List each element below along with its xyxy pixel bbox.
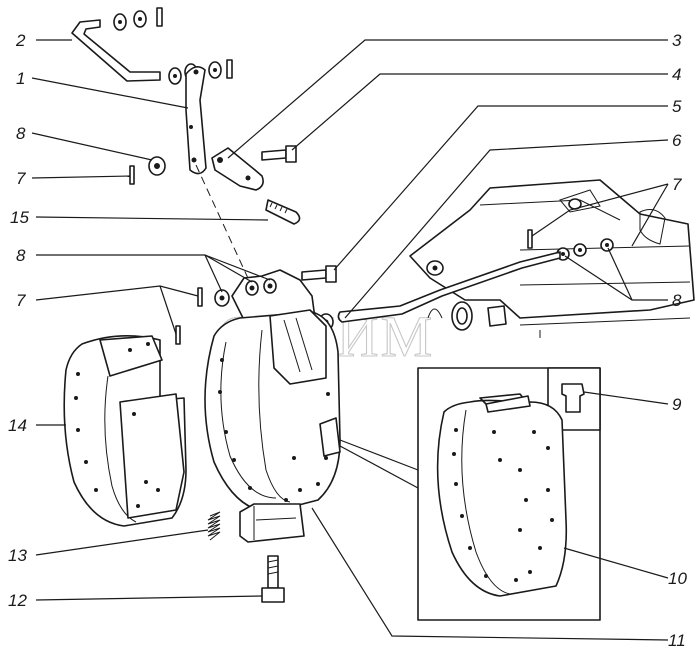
part-13-spring bbox=[207, 511, 221, 541]
part-11-brake-assembly bbox=[204, 269, 341, 543]
callout-15: 15 bbox=[10, 208, 29, 227]
part-2-bent-rod bbox=[71, 19, 161, 82]
inset-box bbox=[339, 367, 601, 621]
washer-8-left bbox=[148, 156, 166, 176]
part-5-rod bbox=[337, 251, 561, 331]
callout-13: 13 bbox=[8, 546, 27, 565]
callout-1: 1 bbox=[16, 69, 25, 88]
leader-lines bbox=[31, 39, 669, 641]
callout-8-mid: 8 bbox=[16, 246, 26, 265]
callout-10: 10 bbox=[668, 569, 687, 588]
part-4-bolt bbox=[261, 145, 297, 163]
part-3-clevis bbox=[211, 147, 264, 191]
callout-11: 11 bbox=[668, 631, 686, 650]
part-14-brake-band bbox=[63, 335, 187, 527]
callout-7-right: 7 bbox=[672, 175, 682, 194]
callout-3: 3 bbox=[672, 31, 682, 50]
part-1-lever bbox=[185, 66, 207, 175]
callout-8: 8 bbox=[16, 124, 26, 143]
callout-14: 14 bbox=[8, 416, 27, 435]
callout-2: 2 bbox=[15, 31, 26, 50]
pin-7-left bbox=[129, 165, 135, 185]
callout-5: 5 bbox=[672, 97, 682, 116]
pins-7-bracket bbox=[175, 287, 203, 345]
part-15-link bbox=[265, 199, 301, 225]
bolt-5 bbox=[301, 265, 337, 283]
part-12-bolt bbox=[261, 555, 285, 603]
callout-12: 12 bbox=[8, 591, 27, 610]
pin-7-right bbox=[527, 229, 533, 249]
callout-8-right: 8 bbox=[672, 291, 682, 310]
callout-7: 7 bbox=[16, 169, 26, 188]
callout-6: 6 bbox=[672, 131, 682, 150]
callout-4: 4 bbox=[672, 65, 681, 84]
callout-7-mid: 7 bbox=[16, 291, 26, 310]
callout-labels: 2 1 8 7 15 8 7 14 13 12 3 4 5 6 7 8 9 10… bbox=[8, 31, 687, 650]
callout-9: 9 bbox=[672, 395, 682, 414]
